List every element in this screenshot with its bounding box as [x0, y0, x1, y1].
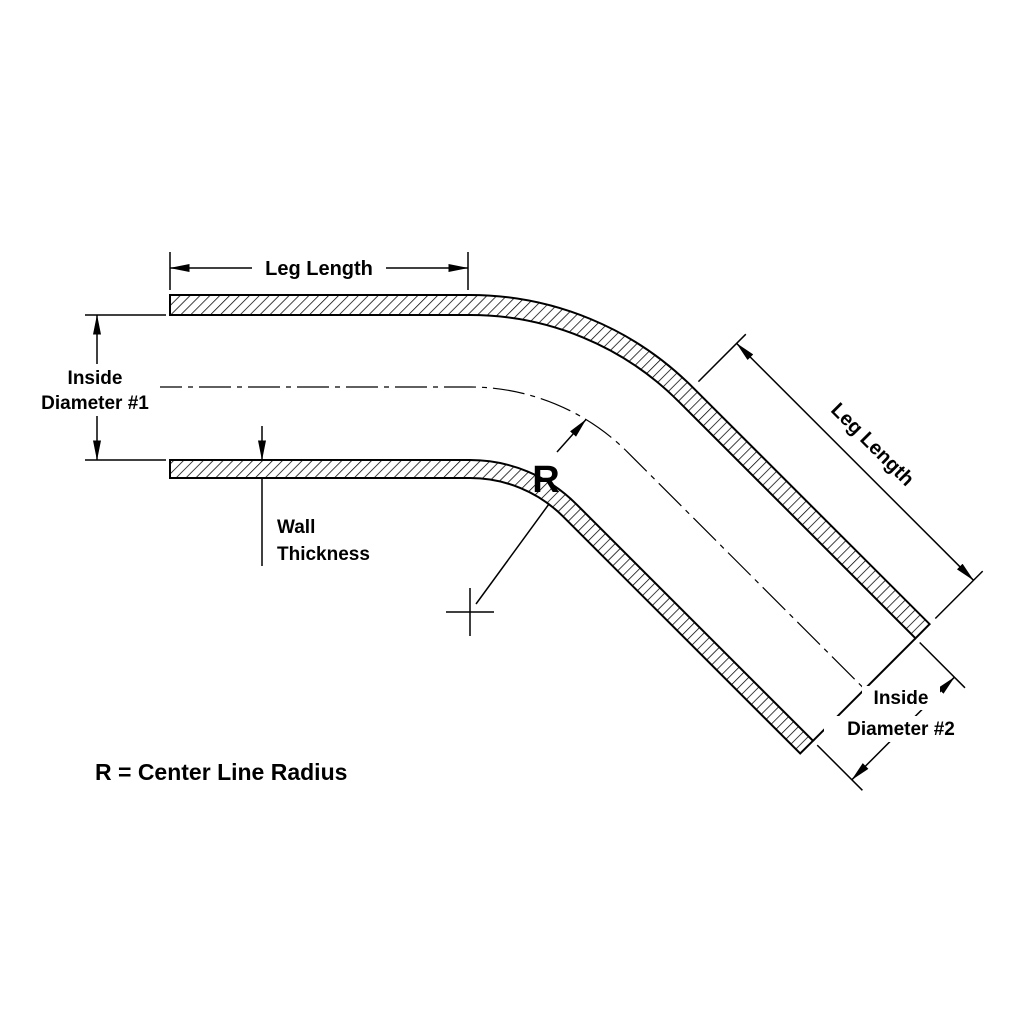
id2-label-backplate-line2 — [824, 716, 980, 742]
id2-ext-line-bottom — [816, 744, 863, 791]
tube-bottom-wall — [169, 458, 815, 755]
diag-leg-length-ext-line-start — [697, 333, 747, 383]
wall-thickness-label-line1: Wall — [277, 517, 315, 538]
tube-centerline — [150, 386, 866, 690]
id2-ext-line-top — [919, 641, 966, 689]
wall-thickness-label-line2: Thickness — [277, 544, 370, 565]
radius-arrow — [556, 419, 587, 453]
inside-diameter-1-label-line1: Inside — [68, 368, 123, 389]
diag-leg-length-dim-line — [736, 342, 975, 581]
id2-label-backplate-line1 — [862, 686, 940, 710]
bend-center-cross — [446, 588, 494, 636]
center-line-radius-note: R = Center Line Radius — [95, 759, 347, 785]
inside-diameter-2-label-line1: Inside — [874, 688, 929, 709]
top-leg-length-label: Leg Length — [265, 258, 373, 280]
radius-label: R — [532, 459, 559, 501]
radius-line — [475, 503, 550, 605]
inside-diameter-2-label-line2: Diameter #2 — [847, 719, 955, 740]
id1-label-backplate — [36, 364, 160, 416]
leg-length-label-backplate — [252, 255, 386, 281]
inside-diameter-1-label-line2: Diameter #1 — [41, 393, 149, 414]
diagonal-leg-length-label: Leg Length — [826, 399, 918, 491]
diag-leg-length-ext-line-end — [934, 570, 984, 620]
